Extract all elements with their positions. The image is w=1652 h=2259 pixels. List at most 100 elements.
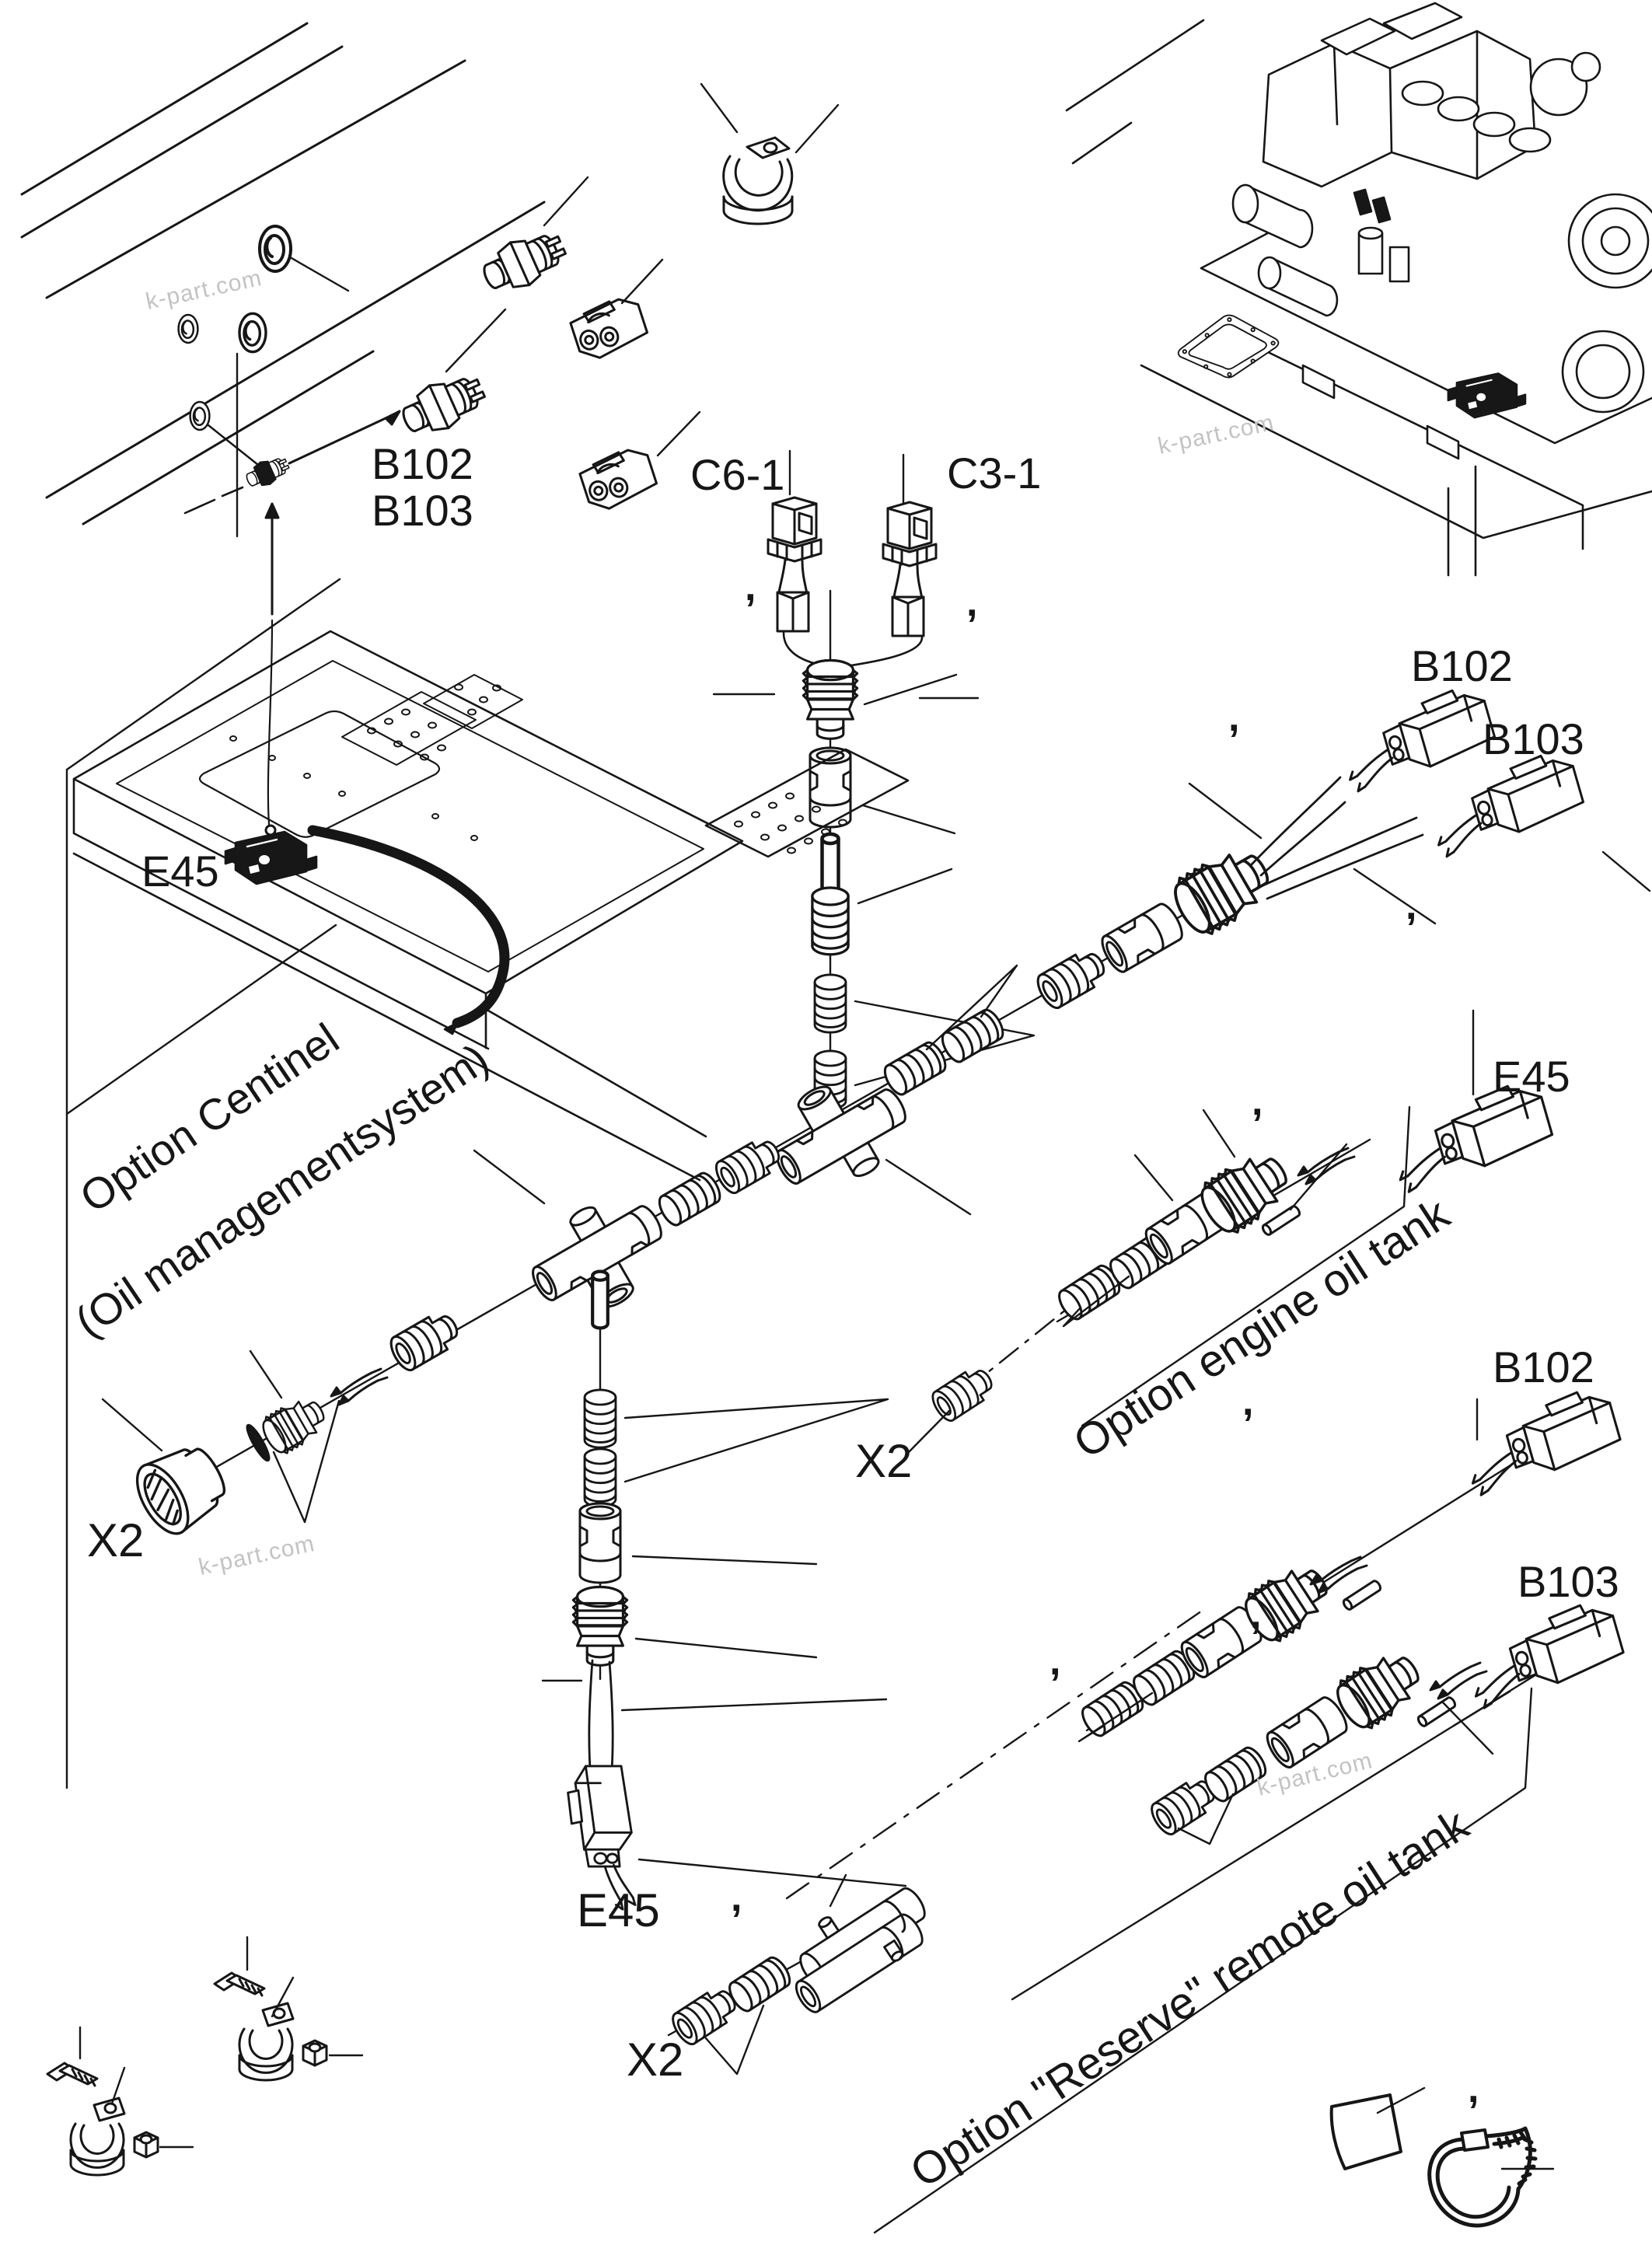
fitting-spring — [583, 1388, 617, 1449]
dash-dot-leader — [183, 486, 244, 515]
callout-v-leader — [1077, 1692, 1154, 1743]
vertical-chain-2 — [541, 1272, 907, 1911]
watermark: k-part.com — [197, 1531, 317, 1580]
sensor-b103 — [476, 222, 573, 302]
callout-v-leader — [623, 1398, 889, 1483]
label-b102-sensors: B102 — [372, 439, 473, 488]
alternator-face — [1231, 183, 1259, 224]
engine-tank-dash-axis — [962, 1295, 1084, 1393]
relay-on-bed — [1447, 372, 1527, 419]
connector-b103-reserve — [1458, 1596, 1629, 1711]
seal-ring — [189, 400, 211, 431]
leader-line — [1188, 782, 1437, 925]
clamp-nut — [302, 2039, 328, 2067]
label-b103-sensors: B103 — [372, 486, 473, 535]
sensor-connector — [567, 292, 651, 365]
arrow-head — [384, 410, 401, 426]
leader-line — [543, 176, 589, 227]
dowel-pin — [1340, 1578, 1384, 1612]
title-reserve-remote-oil-tank: Option "Reserve" remote oil tank — [902, 1799, 1478, 2198]
leader-line — [1601, 850, 1651, 892]
leader-line — [1441, 1701, 1494, 1755]
sensor-connector — [576, 442, 661, 515]
callout-v-leader — [1177, 1793, 1235, 1845]
leader-line — [246, 1936, 364, 2057]
reserve-dash-dot-axis — [785, 1606, 1208, 1900]
relay-e45 — [224, 830, 318, 885]
frame-hatch-opening — [198, 710, 441, 838]
dowel-pin — [1415, 1695, 1458, 1729]
p-clamp — [722, 136, 794, 225]
bottom-right-parts — [1329, 2086, 1555, 2228]
comma-mark: , — [1252, 1079, 1263, 1124]
fitting-plug — [711, 1132, 787, 1198]
leader-line — [656, 410, 701, 457]
callout-v-leader — [925, 964, 1018, 1051]
leader-line — [857, 868, 953, 905]
engine-tank-section — [904, 1009, 1558, 1457]
leader-line — [861, 804, 956, 835]
frame-top-face — [72, 630, 744, 995]
cable — [1250, 776, 1424, 900]
label-x2-main: X2 — [87, 1514, 144, 1566]
flywheel-housing — [1567, 193, 1652, 289]
leader-line — [620, 258, 664, 305]
leader-line — [1202, 1109, 1236, 1158]
comma-mark: , — [1228, 695, 1239, 740]
leader-line — [1376, 2086, 1426, 2114]
section-divider — [1081, 1105, 1411, 1427]
comma-mark: , — [1242, 1379, 1253, 1424]
label-b102-harness: B102 — [1411, 641, 1513, 690]
connector-c6-1 — [767, 496, 823, 633]
title-engine-oil-tank: Option engine oil tank — [1065, 1188, 1459, 1468]
reference-commas: , , , , , , , , , , — [731, 564, 1479, 2111]
leader-line — [445, 308, 507, 373]
fitting-knurled-nut — [256, 1390, 333, 1460]
frame-perforations — [229, 674, 847, 854]
watermark: k-part.com — [144, 265, 264, 315]
main-chain — [101, 837, 1281, 1544]
label-b103-reserve: B103 — [1518, 1557, 1619, 1606]
flywheel-hub — [1600, 225, 1631, 257]
frame-inner-edge — [116, 660, 704, 972]
label-c6-1: C6-1 — [690, 450, 784, 499]
clamp-nut — [133, 2131, 159, 2159]
panel-edge-line — [45, 201, 546, 499]
turbo-inlet — [1570, 51, 1601, 82]
label-e45-bottom: E45 — [577, 1884, 660, 1936]
c-plug-group — [712, 449, 980, 700]
leader-line — [700, 82, 840, 154]
leader-line — [541, 1679, 888, 1712]
cable-swoosh — [307, 825, 510, 1028]
flywheel-ring — [1581, 207, 1650, 275]
label-x2-reserve: X2 — [627, 2034, 683, 2086]
callout-v-leader — [704, 2004, 765, 2076]
fuel-filter — [1388, 246, 1410, 283]
fitting-plug — [1032, 944, 1112, 1013]
comma-mark: , — [745, 564, 756, 609]
arrow-line — [288, 417, 387, 465]
section-brackets — [65, 578, 341, 1789]
bed-gasket — [1177, 314, 1280, 379]
exhaust-pipe — [1508, 127, 1552, 153]
exhaust-pipe — [1401, 80, 1444, 106]
sensor-b102 — [395, 365, 492, 445]
clamp-loop — [69, 2097, 126, 2177]
construction-lines — [181, 589, 1578, 2037]
fitting-spring — [583, 1447, 617, 1508]
clamp-assemblies — [46, 1936, 364, 2177]
harness-y-split — [1188, 682, 1651, 925]
leader-line — [101, 1349, 283, 1452]
dowel-pin — [1259, 1203, 1303, 1238]
reserve-section — [667, 1383, 1629, 2234]
clamp-loop — [238, 2002, 295, 2082]
callout-v-leader — [272, 1399, 341, 1524]
engine-assembly — [1065, 2, 1652, 577]
exhaust-pipe — [1472, 111, 1516, 138]
fitting-spring — [654, 1168, 725, 1230]
fitting-knurled-nut — [802, 658, 859, 740]
clamp-bolt — [213, 1971, 266, 1997]
top-left-panel — [20, 22, 546, 538]
seal-ring — [238, 312, 267, 354]
